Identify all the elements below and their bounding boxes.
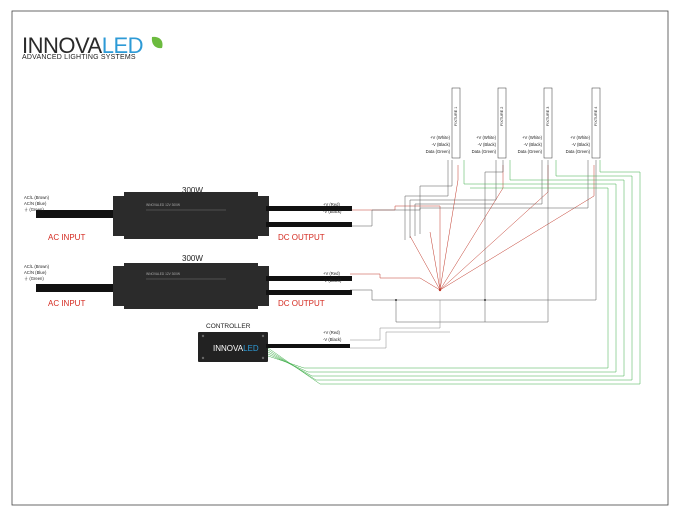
ac-wire-label-2: AC/N (Blue): [24, 270, 47, 275]
dc-cable-positive: [266, 276, 352, 281]
fixture-label: FIXTURE 1: [454, 107, 458, 126]
dc-wire-label-1: +V (Red): [323, 271, 340, 276]
brand-tagline: ADVANCED LIGHTING SYSTEMS: [22, 54, 136, 61]
fixture-wire-label-2: -V (Black): [478, 142, 497, 147]
ac-wire-label-1: AC/L (Brown): [24, 195, 50, 200]
ac-wire-label-1: AC/L (Brown): [24, 264, 50, 269]
dc-wire-label-1: +V (Red): [323, 202, 340, 207]
fixture-wire-label-3: Data (Green): [426, 149, 451, 154]
ac-input-label: AC INPUT: [48, 299, 85, 308]
dc-wire-label-2: -V (Black): [323, 209, 342, 214]
psu-rating: 300W: [182, 186, 203, 195]
fixture-wire-label-1: +V (White): [522, 135, 543, 140]
leaf-icon: [151, 36, 163, 49]
psu-end-cap-left: [113, 196, 127, 236]
fixture-label: FIXTURE 4: [594, 107, 598, 126]
fixture-body: [451, 87, 461, 159]
controller-wire-label-1: +V (Red): [323, 330, 340, 335]
psu-model-text: INNOVALED 12V 300W: [146, 272, 180, 276]
wire-routing: [267, 160, 641, 385]
ac-wire-label-3: ⏚ (Green): [24, 276, 44, 281]
dc-wire-label-2: -V (Black): [323, 278, 342, 283]
fixture-wire-label-2: -V (Black): [524, 142, 543, 147]
power-supply-1: 300W INNOVALED 12V 300W AC/L (Brown) AC/…: [24, 186, 352, 242]
psu-end-cap-right: [255, 196, 269, 236]
fixture-body: [497, 87, 507, 159]
fixture-wire-label-3: Data (Green): [472, 149, 497, 154]
fixture-3: FIXTURE 3 +V (White) -V (Black) Data (Gr…: [518, 87, 553, 159]
psu-body: [124, 192, 258, 239]
controller-cable: [266, 344, 350, 348]
brand-logo: INNOVALED ADVANCED LIGHTING SYSTEMS: [22, 33, 163, 61]
fixture-wire-label-3: Data (Green): [566, 149, 591, 154]
controller-title: CONTROLLER: [206, 323, 251, 330]
fixture-2: FIXTURE 2 +V (White) -V (Black) Data (Gr…: [472, 87, 507, 159]
fixture-4: FIXTURE 4 +V (White) -V (Black) Data (Gr…: [566, 87, 601, 159]
brand-name-part1: INNOVA: [22, 33, 103, 58]
ac-cable: [36, 284, 120, 292]
fixture-label: FIXTURE 2: [500, 107, 504, 126]
fixture-wire-label-1: +V (White): [430, 135, 451, 140]
psu-end-cap-right: [255, 266, 269, 306]
dc-cable-positive: [266, 206, 352, 211]
ac-input-label: AC INPUT: [48, 233, 85, 242]
psu-model-text: INNOVALED 12V 300W: [146, 203, 180, 207]
fixture-wire-label-3: Data (Green): [518, 149, 543, 154]
dc-output-label: DC OUTPUT: [278, 233, 325, 242]
dc-cable-negative: [266, 222, 352, 227]
controller-wire-label-2: -V (Black): [323, 337, 342, 342]
fixture-wire-label-2: -V (Black): [432, 142, 451, 147]
controller-logo: INNOVALED: [213, 344, 259, 353]
controller-logo-part2: LED: [243, 344, 259, 353]
ac-cable: [36, 210, 120, 218]
page-frame: [11, 10, 669, 506]
power-supply-2: 300W INNOVALED 12V 300W AC/L (Brown) AC/…: [24, 254, 352, 309]
ac-wire-label-3: ⏚ (Green): [24, 207, 44, 212]
controller: CONTROLLER INNOVALED +V (Red) -V (Black): [198, 323, 350, 362]
psu-end-cap-left: [113, 266, 127, 306]
fixture-label: FIXTURE 3: [546, 107, 550, 126]
controller-box: [198, 332, 268, 362]
controller-logo-part1: INNOVA: [213, 344, 244, 353]
svg-text:INNOVALED: INNOVALED: [22, 33, 143, 58]
psu-body: [124, 263, 258, 309]
psu-rating: 300W: [182, 254, 203, 263]
fixture-wire-label-1: +V (White): [570, 135, 591, 140]
fixture-body: [543, 87, 553, 159]
fixture-body: [591, 87, 601, 159]
dc-cable-negative: [266, 290, 352, 295]
fixture-wire-label-1: +V (White): [476, 135, 497, 140]
brand-name-part2: LED: [102, 33, 143, 58]
ac-wire-label-2: AC/N (Blue): [24, 201, 47, 206]
dc-output-label: DC OUTPUT: [278, 299, 325, 308]
fixture-1: FIXTURE 1 +V (White) -V (Black) Data (Gr…: [426, 87, 461, 159]
fixture-wire-label-2: -V (Black): [572, 142, 591, 147]
